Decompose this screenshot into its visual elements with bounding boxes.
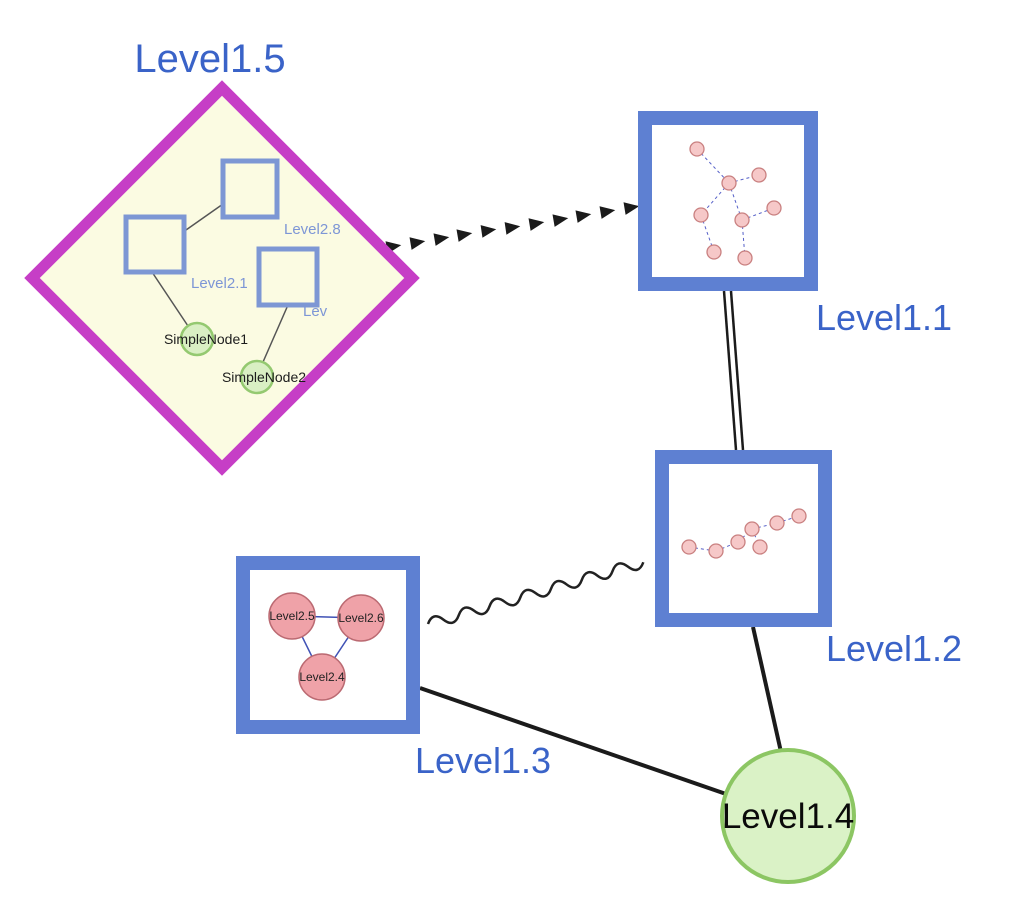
node-level1-5[interactable]: [24, 80, 420, 476]
node-level1-1[interactable]: [638, 111, 818, 291]
level1-2-subgraph: [681, 508, 807, 559]
node-simplenode2[interactable]: [239, 359, 275, 395]
double-line-left: [722, 290, 738, 451]
edge-lev-simplenode2[interactable]: [262, 304, 289, 363]
mini-node[interactable]: [737, 250, 753, 266]
label-level1-1: Level1.1: [816, 297, 952, 338]
edge-level12-level14[interactable]: [751, 626, 783, 753]
edge-level13-level12[interactable]: [426, 557, 645, 629]
edge-level15-level11[interactable]: [385, 202, 640, 254]
double-line-right: [729, 290, 745, 451]
mini-node[interactable]: [708, 543, 724, 559]
label-level1-4: Level1.4: [722, 797, 854, 836]
mini-node[interactable]: [744, 521, 760, 537]
edge-level21-simplenode1[interactable]: [151, 271, 189, 327]
node-level2-1[interactable]: [123, 214, 187, 275]
node-level2-6[interactable]: [337, 594, 385, 642]
mini-edge: [696, 148, 730, 184]
node-level1-4[interactable]: [720, 748, 856, 884]
label-level1-2: Level1.2: [826, 628, 962, 669]
label-level2-6: Level2.6: [338, 611, 384, 625]
label-level2-1: Level2.1: [191, 275, 248, 292]
node-lev[interactable]: [256, 246, 320, 308]
node-level2-4[interactable]: [298, 653, 346, 701]
node-level1-2[interactable]: [655, 450, 832, 627]
mini-node[interactable]: [734, 212, 750, 228]
level1-1-subgraph: [689, 141, 782, 266]
node-level2-5[interactable]: [268, 592, 316, 640]
label-level1-3: Level1.3: [415, 740, 551, 781]
label-simplenode1: SimpleNode1: [164, 331, 248, 347]
mini-node[interactable]: [693, 207, 709, 223]
node-level1-3[interactable]: [236, 556, 420, 734]
level1-3-subgraph: Level2.5 Level2.6 Level2.4: [268, 592, 385, 701]
mini-node[interactable]: [751, 167, 767, 183]
mini-node[interactable]: [766, 200, 782, 216]
edge-level11-level12[interactable]: [722, 290, 745, 451]
mini-node[interactable]: [769, 515, 785, 531]
node-simplenode1[interactable]: [179, 321, 215, 357]
label-level2-5: Level2.5: [269, 609, 315, 623]
node-level2-8[interactable]: [220, 158, 280, 220]
mini-node[interactable]: [730, 534, 746, 550]
edge-level13-level14[interactable]: [419, 686, 727, 796]
mini-node[interactable]: [721, 175, 737, 191]
mini-node[interactable]: [752, 539, 768, 555]
edge-level21-level28[interactable]: [185, 203, 224, 231]
label-level1-5: Level1.5: [134, 37, 285, 81]
mini-node[interactable]: [681, 539, 697, 555]
mini-node[interactable]: [791, 508, 807, 524]
label-lev: Lev: [303, 303, 328, 320]
label-level2-4: Level2.4: [299, 670, 345, 684]
mini-node[interactable]: [689, 141, 705, 157]
wavy-path: [426, 561, 645, 625]
label-simplenode2: SimpleNode2: [222, 369, 306, 385]
mini-edge: [751, 522, 778, 530]
mini-edge: [688, 546, 717, 552]
mini-node[interactable]: [706, 244, 722, 260]
label-level2-8: Level2.8: [284, 221, 341, 238]
